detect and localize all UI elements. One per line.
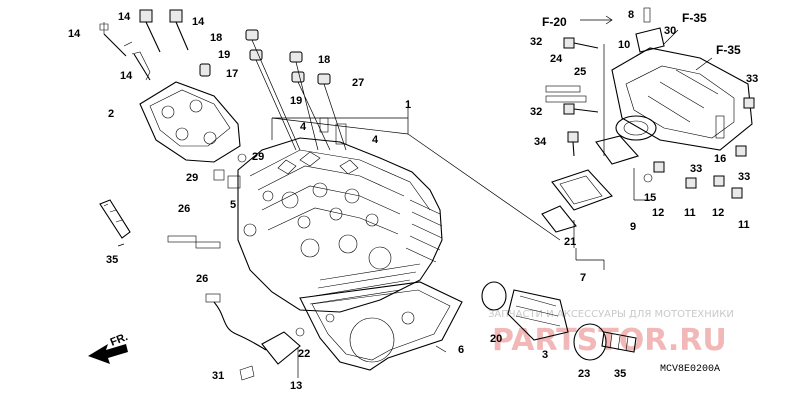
callout-10: 10 [618,39,630,51]
bolts-14 [99,9,189,81]
head-gasket [299,281,463,371]
watermark-logo: PARTSTOR.RU [492,323,727,358]
callout-19a: 19 [218,49,230,61]
callout-1: 1 [405,99,411,111]
temperature-sensor [205,293,305,381]
front-arrow [88,344,128,364]
callout-32b: 32 [530,106,542,118]
callout-35b: 35 [614,368,626,380]
callout-11b: 11 [738,219,750,231]
callout-26b: 26 [196,273,208,285]
callout-3: 3 [542,349,548,361]
callout-13: 13 [290,380,302,392]
callout-7: 7 [580,272,586,284]
watermark-text: ЗАПЧАСТИ И АКСЕССУАРЫ ДЛЯ МОТОТЕХНИКИ [488,309,734,320]
spark-plug-left [99,199,131,239]
callout-16: 16 [714,153,726,165]
cylinder-head [237,137,443,313]
callout-12b: 12 [712,207,724,219]
ref-f20[interactable]: F-20 [542,15,567,29]
camshaft-holder [139,81,241,163]
insulator-pipe [481,281,607,361]
callout-11a: 11 [684,207,696,219]
callout-12a: 12 [652,207,664,219]
clamps-and-bolts [643,7,755,199]
callout-15: 15 [644,192,656,204]
callout-14d: 14 [120,70,133,82]
small-seals [199,29,347,189]
callout-4a: 4 [300,121,307,133]
callout-21: 21 [564,236,576,248]
callout-14b: 14 [192,16,205,28]
callout-2: 2 [108,108,114,120]
callout-6: 6 [458,344,464,356]
callout-32a: 32 [530,36,542,48]
spark-plug-right [601,331,637,353]
callout-18b: 18 [318,54,330,66]
callout-31: 31 [212,370,224,382]
callout-33b: 33 [690,163,702,175]
callout-29b: 29 [186,172,198,184]
callout-29a: 29 [252,151,264,163]
callout-14a: 14 [118,11,131,23]
callout-23: 23 [578,368,590,380]
callout-19b: 19 [290,95,302,107]
callout-33c: 33 [738,171,750,183]
ref-f35-right[interactable]: F-35 [716,43,741,57]
intake-manifold [611,27,753,151]
studs-24-25 [545,85,587,103]
bolts-32-34 [563,37,599,157]
callout-26a: 26 [178,203,190,215]
callout-4b: 4 [372,134,379,146]
diagram-code: MCV8E0200A [660,364,720,375]
callout-numbers: 14 14 14 14 2 18 19 17 18 27 19 1 4 4 29… [68,9,758,392]
studs-26 [167,235,221,249]
callout-33a: 33 [746,73,758,85]
callout-25: 25 [574,66,586,78]
callout-34: 34 [534,136,547,148]
callout-30: 30 [664,25,676,37]
ref-f35-top[interactable]: F-35 [682,11,707,25]
callout-17: 17 [226,68,238,80]
callout-24: 24 [550,53,563,65]
callout-22: 22 [298,348,310,360]
callout-9: 9 [630,221,636,233]
callout-14c: 14 [68,28,81,40]
callout-20: 20 [490,333,502,345]
callout-18a: 18 [210,32,222,44]
callout-35a: 35 [106,254,118,266]
gaskets-9-21 [541,135,639,233]
callout-27: 27 [352,77,364,89]
callout-5: 5 [230,199,236,211]
callout-8: 8 [628,9,634,21]
